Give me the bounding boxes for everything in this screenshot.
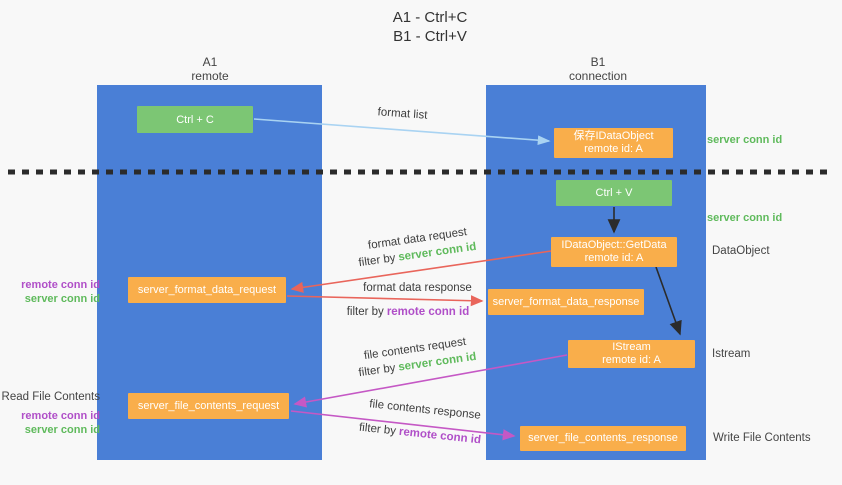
filter-by-text: filter by: [357, 362, 397, 380]
column-a-label: remote: [191, 69, 229, 83]
label-format-list: format list: [377, 106, 428, 122]
label-format-data-response: format data response: [363, 282, 472, 294]
arrow-file-contents-response: [290, 410, 516, 441]
filter-by-text: filter by: [358, 421, 397, 438]
filter-by-text: filter by: [357, 252, 397, 270]
filter-by-text: filter by: [346, 306, 384, 318]
annotation-conn-ids-format: remote conn id server conn id: [10, 278, 100, 306]
column-b-label: connection: [568, 69, 628, 83]
label-filter-by-server-conn-id-1: filter byserver conn id: [345, 239, 490, 271]
column-header-connection: B1 connection: [518, 55, 678, 83]
annotation-server-conn-id-top: server conn id: [707, 134, 783, 146]
column-a-id: A1: [202, 55, 218, 69]
remote-conn-id-text: remote conn id: [21, 410, 100, 422]
lifeline-column-connection: [486, 85, 706, 460]
annotation-server-conn-id-mid: server conn id: [707, 212, 783, 224]
annotation-conn-ids-file: remote conn id server conn id: [10, 409, 100, 437]
label-format-data-request: format data request: [367, 226, 468, 252]
annotation-write-file-contents: Write File Contents: [713, 432, 811, 444]
diagram-title: A1 - Ctrl+C B1 - Ctrl+V: [290, 8, 570, 46]
annotation-istream: Istream: [712, 348, 751, 360]
column-header-remote: A1 remote: [130, 55, 290, 83]
server-conn-id-text: server conn id: [397, 240, 478, 264]
title-line-2: B1 - Ctrl+V: [393, 28, 467, 45]
label-file-contents-request: file contents request: [363, 335, 467, 363]
label-file-contents-response: file contents response: [368, 398, 482, 422]
server-conn-id-text: server conn id: [24, 424, 100, 436]
server-conn-id-text: server conn id: [24, 293, 100, 305]
remote-conn-id-text: remote conn id: [386, 306, 470, 318]
title-line-1: A1 - Ctrl+C: [392, 9, 468, 26]
remote-conn-id-text: remote conn id: [21, 279, 100, 291]
annotation-read-file-contents: Read File Contents: [1, 391, 100, 403]
server-conn-id-text: server conn id: [397, 350, 478, 374]
lifeline-column-remote: [97, 85, 322, 460]
annotation-dataobject: DataObject: [712, 245, 770, 257]
remote-conn-id-text: remote conn id: [398, 425, 482, 447]
column-b-id: B1: [590, 55, 606, 69]
label-filter-by-server-conn-id-2: filter byserver conn id: [345, 349, 490, 381]
